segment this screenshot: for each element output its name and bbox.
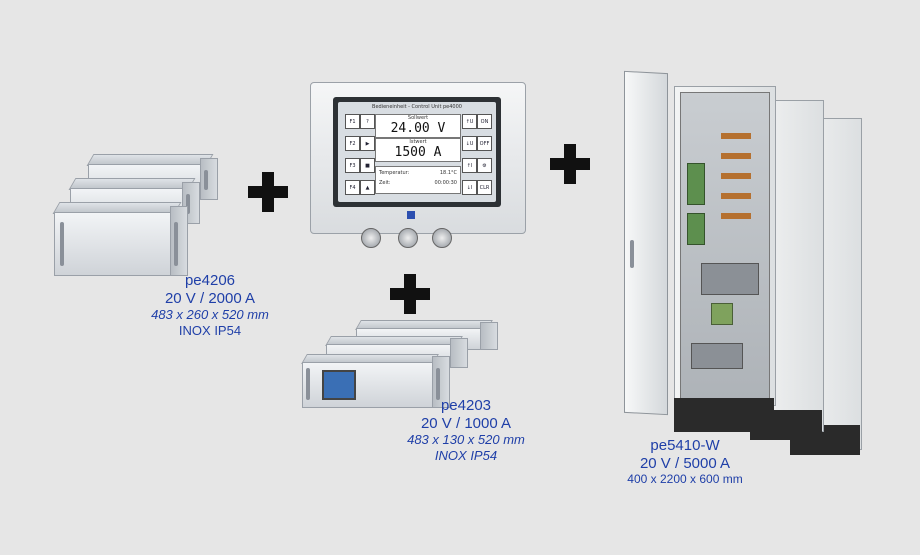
pe4206-dims: 483 x 260 x 520 mm — [151, 307, 269, 323]
pe5410-name: pe5410-W — [650, 437, 720, 454]
pe5410-rating: 20 V / 5000 A — [639, 454, 731, 472]
key-f4b: ▲ — [360, 180, 375, 195]
logo-icon — [407, 211, 415, 219]
time-label: Zeit: — [379, 180, 391, 186]
pe4203-label: pe4203 20 V / 1000 A 483 x 130 x 520 mm … — [396, 397, 536, 463]
display-actual-box: Istwert 1500 A — [375, 138, 461, 162]
time-row: Zeit: 00:00:30 — [376, 176, 460, 186]
pe4203-unit-image — [298, 318, 508, 410]
key-f1b: ? — [360, 114, 375, 129]
key-clr: CLR — [477, 180, 492, 195]
key-u-up: ↑U — [462, 114, 477, 129]
key-f3: F3 — [345, 158, 360, 173]
key-gear: ⚙ — [477, 158, 492, 173]
pe4206-unit-image — [52, 150, 222, 278]
key-i-up: ↑I — [462, 158, 477, 173]
plus-icon — [390, 274, 430, 314]
cable-gland-icon — [398, 228, 418, 248]
plus-icon — [550, 144, 590, 184]
pe4203-name: pe4203 — [440, 397, 492, 414]
control-unit-bezel: Bedieneinheit - Control Unit pe4000 F1 F… — [333, 97, 501, 207]
pe4203-dims: 483 x 130 x 520 mm — [407, 432, 525, 448]
pe5410-label: pe5410-W 20 V / 5000 A 400 x 2200 x 600 … — [610, 437, 760, 487]
actual-label: Istwert — [409, 139, 427, 145]
control-unit-image: Bedieneinheit - Control Unit pe4000 F1 F… — [310, 82, 526, 234]
display-status-box: Temperatur: 18.1°C Zeit: 00:00:30 — [375, 166, 461, 194]
display-title: Bedieneinheit - Control Unit pe4000 — [372, 104, 462, 110]
temp-label: Temperatur: — [379, 170, 410, 176]
time-value: 00:00:30 — [434, 180, 457, 186]
setpoint-label: Sollwert — [407, 115, 429, 121]
display-setpoint-box: Sollwert 24.00 V — [375, 114, 461, 138]
pe4206-rating: 20 V / 2000 A — [164, 289, 256, 307]
key-f2b: ▶ — [360, 136, 375, 151]
key-f2: F2 — [345, 136, 360, 151]
control-unit-display: Bedieneinheit - Control Unit pe4000 F1 F… — [338, 102, 496, 202]
pe4206-protection: INOX IP54 — [178, 322, 242, 338]
voltage-value: 24.00 V — [390, 121, 446, 136]
pe4206-label: pe4206 20 V / 2000 A 483 x 260 x 520 mm … — [140, 272, 280, 338]
pe4203-protection: INOX IP54 — [434, 447, 498, 463]
temp-value: 18.1°C — [439, 170, 457, 176]
key-f1: F1 — [345, 114, 360, 129]
pe5410-cabinets-image — [620, 70, 870, 470]
plus-icon — [248, 172, 288, 212]
key-u-down: ↓U — [462, 136, 477, 151]
key-f3b: ■ — [360, 158, 375, 173]
cable-gland-icon — [361, 228, 381, 248]
key-f4: F4 — [345, 180, 360, 195]
temp-row: Temperatur: 18.1°C — [376, 167, 460, 176]
current-value: 1500 A — [394, 145, 442, 160]
pe4203-rating: 20 V / 1000 A — [420, 414, 512, 432]
key-i-down: ↓I — [462, 180, 477, 195]
pe4206-name: pe4206 — [184, 272, 236, 289]
key-off: OFF — [477, 136, 492, 151]
key-on: ON — [477, 114, 492, 129]
pe5410-dims: 400 x 2200 x 600 mm — [627, 472, 743, 487]
cable-gland-icon — [432, 228, 452, 248]
